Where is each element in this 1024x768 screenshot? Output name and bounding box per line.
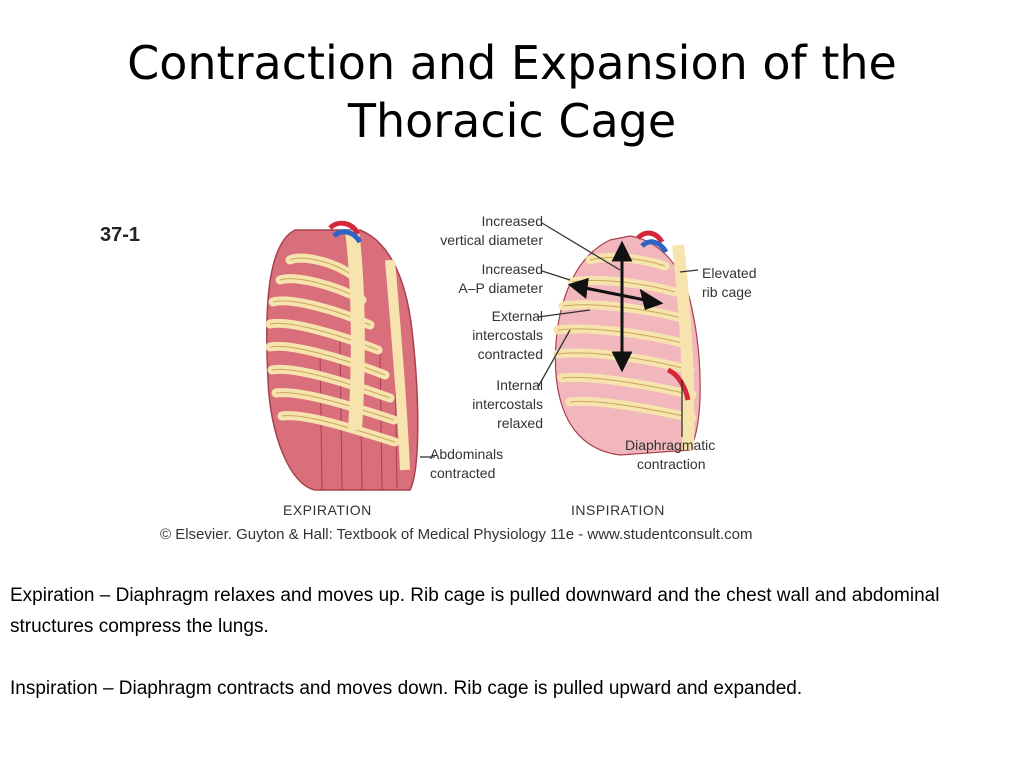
slide-title: Contraction and Expansion of the Thoraci… <box>127 36 897 148</box>
caption-inspiration: INSPIRATION <box>571 502 665 518</box>
label-internal-intercostals: Internal intercostals relaxed <box>472 377 543 431</box>
label-increased-ap: Increased A–P diameter <box>458 261 543 296</box>
figure-number: 37-1 <box>100 224 141 246</box>
thoracic-cage-illustration <box>265 220 701 491</box>
leader-lines <box>420 222 699 458</box>
inspiration-description: Inspiration – Diaphragm contracts and mo… <box>10 678 803 699</box>
label-abdominals-contracted: Abdominals contracted <box>430 446 504 481</box>
thoracic-cage-figure: 37-1 <box>90 200 934 560</box>
figure-credit: © Elsevier. Guyton & Hall: Textbook of M… <box>160 526 753 543</box>
label-increased-vertical: Increased vertical diameter <box>440 213 543 248</box>
label-diaphragmatic-contraction: Diaphragmatic contraction <box>625 437 716 472</box>
caption-expiration: EXPIRATION <box>283 502 372 518</box>
inspiration-cage <box>553 230 701 456</box>
expiration-cage <box>265 220 419 491</box>
label-external-intercostals: External intercostals contracted <box>472 308 543 362</box>
diameter-arrows <box>567 240 664 373</box>
label-elevated-rib-cage: Elevated rib cage <box>702 265 757 300</box>
expiration-description: Expiration – Diaphragm relaxes and moves… <box>10 585 940 637</box>
